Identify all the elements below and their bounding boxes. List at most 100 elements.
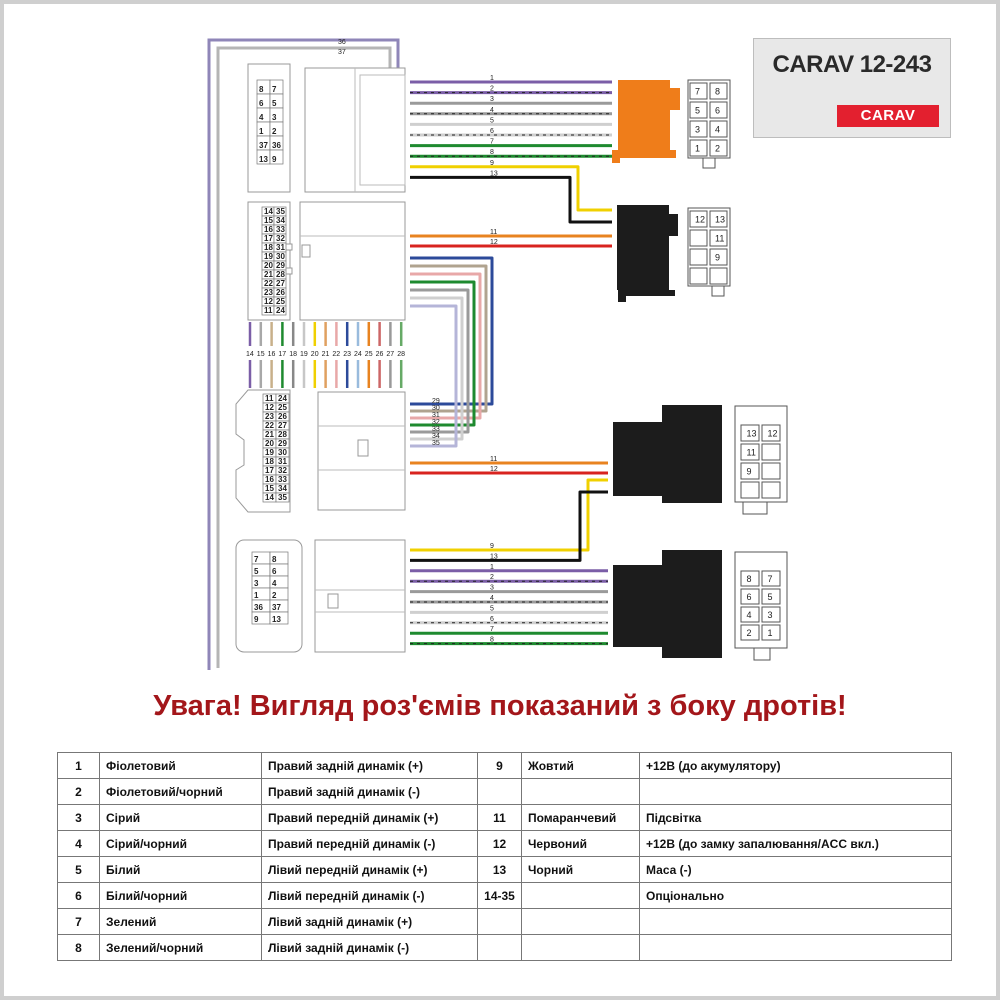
legend-cell-n2: 12	[477, 830, 522, 857]
pinout-2-pin	[689, 267, 708, 285]
legend-cell-n2	[477, 934, 522, 961]
connector-2-cavity-label: 19	[264, 252, 273, 261]
connector-2-cavity-label: 16	[264, 225, 273, 234]
connector-2-cavity-label: 22	[264, 279, 273, 288]
loose-wire-label: 17	[278, 351, 286, 358]
connector-2-cavity-label: 12	[264, 297, 273, 306]
connector-2-cavity-label: 33	[276, 225, 285, 234]
pinout-1-pin	[709, 139, 728, 157]
loop-wire-37	[216, 46, 392, 668]
pinout-1-pin	[709, 101, 728, 119]
pinout-1-pin	[689, 82, 708, 100]
wire-label-4: 4	[490, 107, 494, 114]
legend-cell-n2: 9	[477, 752, 522, 779]
legend-cell-d1: Правий передній динамік (+)	[261, 804, 478, 831]
optional-loop-wire	[410, 280, 476, 427]
pinout-4-pin-label: 3	[768, 610, 773, 620]
speaker-connector-upper-body	[617, 205, 669, 290]
wire-label-lower: 9	[490, 543, 494, 550]
legend-cell-n1: 1	[57, 752, 100, 779]
connector-3-cavity-label: 24	[278, 394, 287, 403]
legend-cell-d2: +12В (до акумулятору)	[639, 752, 952, 779]
connector-3-cavity-label: 14	[265, 493, 274, 502]
legend-cell-d2: +12В (до замку запалювання/ACC вкл.)	[639, 830, 952, 857]
wire-label-5: 5	[490, 117, 494, 124]
pinout-3-pin	[761, 424, 781, 442]
pinout-4-pin	[740, 588, 760, 605]
legend-cell-d1: Правий задній динамік (+)	[261, 752, 478, 779]
pinout-3-pin-label: 11	[747, 448, 756, 458]
connector-3-cavity-label: 16	[265, 475, 274, 484]
legend-cell-c2	[521, 778, 640, 805]
connector-2-cavity-label: 30	[276, 252, 285, 261]
loose-wire-label: 20	[311, 351, 319, 358]
legend-cell-n1: 4	[57, 830, 100, 857]
connector-3-cavity-label: 19	[265, 448, 274, 457]
legend-cell-c2	[521, 934, 640, 961]
pinout-4-pin-label: 4	[747, 610, 752, 620]
pinout-3-pin	[740, 443, 760, 461]
pinout-2-pin	[689, 210, 708, 228]
pinout-2-pin-label: 9	[715, 253, 720, 263]
loop-label-37: 37	[338, 49, 346, 56]
legend-cell-d1: Лівий передній динамік (+)	[261, 856, 478, 883]
connector-3-cavity-label: 22	[265, 421, 274, 430]
pinout-2-pin	[709, 210, 728, 228]
loose-wire-label: 28	[397, 351, 405, 358]
loose-wire-label: 15	[257, 351, 265, 358]
optional-loop-wire	[410, 256, 494, 406]
wire-label-lower: 1	[490, 564, 494, 571]
connector-1-cavity-label: 37	[259, 141, 268, 150]
loop-label-36: 36	[338, 39, 346, 46]
connector-4-cavity-label: 2	[272, 591, 277, 600]
connector-2-cavity-label: 11	[264, 306, 273, 315]
loose-wire-label: 25	[365, 351, 373, 358]
connector-2-cavity-label: 31	[276, 243, 285, 252]
pinout-1-pin	[689, 120, 708, 138]
connector-2-cavity	[273, 305, 287, 316]
connector-3-cavity-label: 12	[265, 403, 274, 412]
connector-1-cavity-label: 3	[272, 113, 277, 122]
pinout-1-pin-label: 2	[715, 144, 720, 154]
connector-1-cavity-label: 2	[272, 127, 277, 136]
legend-cell-n1: 2	[57, 778, 100, 805]
pinout-4-pin	[761, 624, 781, 641]
connector-3-cavity-label: 31	[278, 457, 287, 466]
connector-2-cavity-label: 27	[276, 279, 285, 288]
pinout-3-pin-label: 9	[747, 467, 752, 477]
loose-wire-label: 22	[332, 351, 340, 358]
optional-loop-wire	[410, 288, 470, 434]
loose-wire-label: 24	[354, 351, 362, 358]
pinout-1-pin	[689, 139, 708, 157]
connector-3-cavity-label: 25	[278, 403, 287, 412]
pinout-3-pin	[761, 443, 781, 461]
connector-2-cavity-label: 20	[264, 261, 273, 270]
connector-2-cavity-label: 32	[276, 234, 285, 243]
speaker-connector-middle-body	[662, 405, 722, 503]
wire-label-middle: 11	[490, 456, 497, 463]
pinout-3-pin	[740, 424, 760, 442]
pinout-4-pin	[761, 570, 781, 587]
connector-1-cavity-label: 4	[259, 113, 264, 122]
pinout-4-pin-label: 8	[747, 574, 752, 584]
connector-4-cavity-label: 8	[272, 555, 277, 564]
connector-4-cavity-label: 5	[254, 567, 259, 576]
wire-label-8: 8	[490, 149, 494, 156]
pinout-4-pin-label: 2	[747, 628, 752, 638]
connector-1-cavity-label: 13	[259, 155, 268, 164]
pinout-3-pin	[761, 462, 781, 480]
speaker-connector-lower-body	[662, 550, 722, 658]
connector-4-cavity	[269, 611, 289, 625]
pinout-2-pin-label: 11	[715, 234, 724, 244]
legend-cell-c2	[521, 882, 640, 909]
connector-4-cavity-label: 13	[272, 615, 281, 624]
connector-3-cavity-label: 23	[265, 412, 274, 421]
